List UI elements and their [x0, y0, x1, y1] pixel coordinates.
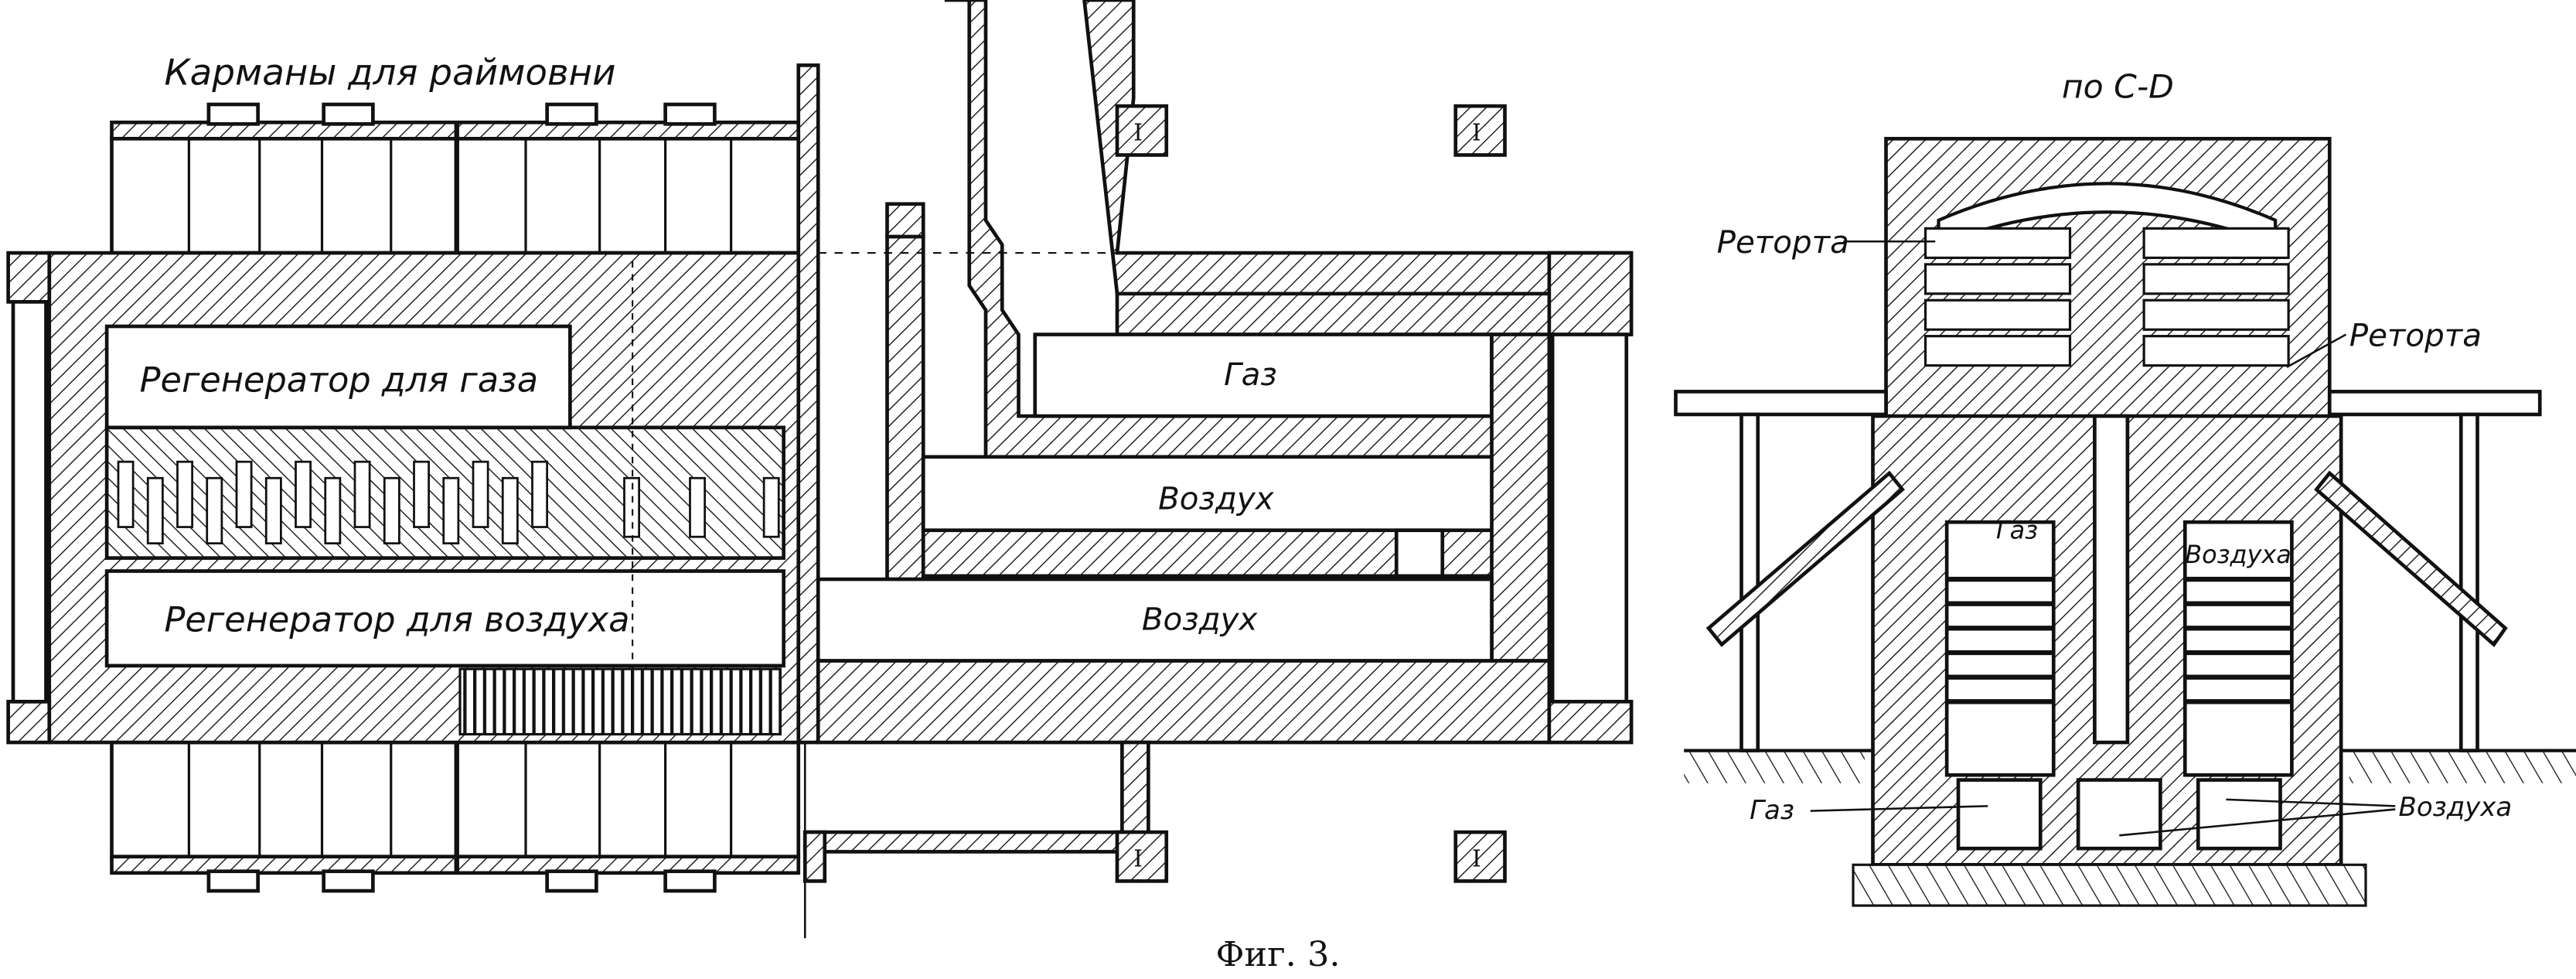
air-channel-label-1: Воздух — [1158, 481, 1275, 517]
gas-regenerator-label: Регенератор для газа — [140, 361, 538, 401]
air-regenerator — [104, 569, 785, 668]
svg-text:I: I — [1133, 845, 1143, 872]
pockets-label: Карманы для раймовни — [164, 52, 615, 94]
retort-label-left: Реторта — [1717, 225, 1849, 261]
gas-regenerator-section-label: Газ — [1996, 517, 2038, 544]
air-channel-label-2: Воздух — [1142, 602, 1259, 638]
air-regenerator-label: Регенератор для воздуха — [164, 601, 629, 640]
figure-caption: Фиг. 3. — [1216, 935, 1341, 974]
bottom-pockets — [110, 740, 801, 893]
section-view: по C-D Реторта Реторта Газ — [1674, 68, 2576, 907]
svg-text:I: I — [1133, 119, 1143, 146]
plan-view: Карманы для раймовни — [6, 0, 1634, 939]
ibeam-columns: I I I I — [1115, 104, 1507, 883]
air-inlet-label: Воздуха — [2399, 792, 2513, 822]
section-title: по C-D — [2062, 68, 2174, 106]
gas-channel-label: Газ — [1224, 357, 1277, 393]
svg-text:I: I — [1472, 119, 1481, 146]
top-pockets — [110, 102, 801, 255]
svg-text:I: I — [1472, 845, 1481, 872]
gas-regenerator — [104, 324, 572, 430]
support-columns — [1705, 412, 2508, 752]
air-regenerator-section-label: Воздуха — [2185, 541, 2291, 569]
gas-inlet-label: Газ — [1750, 795, 1794, 825]
retort-label-right: Реторта — [2349, 318, 2482, 353]
